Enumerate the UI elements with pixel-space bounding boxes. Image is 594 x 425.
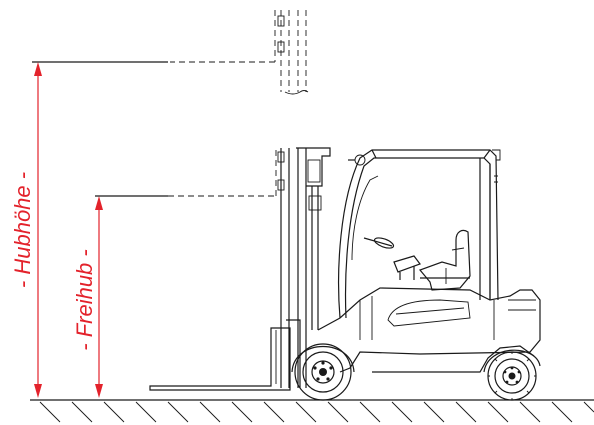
- chassis: [317, 287, 541, 373]
- operator-area: [363, 229, 471, 291]
- free-lift-label: - Freihub -: [72, 249, 97, 350]
- overhead-guard: [338, 149, 501, 319]
- ground: [30, 399, 594, 423]
- lift-height-label: - Hubhöhe -: [10, 172, 35, 288]
- ground-hatching: [39, 401, 594, 423]
- rear-wheel: [483, 349, 541, 401]
- forklift: [149, 147, 541, 401]
- lift-height-dimension: [34, 62, 42, 398]
- mast: [277, 147, 331, 388]
- front-wheel: [291, 343, 355, 401]
- raised-mast: [170, 10, 309, 95]
- free-lift-dimension: [95, 196, 103, 398]
- forks: [149, 319, 301, 391]
- reference-lines: [32, 61, 277, 197]
